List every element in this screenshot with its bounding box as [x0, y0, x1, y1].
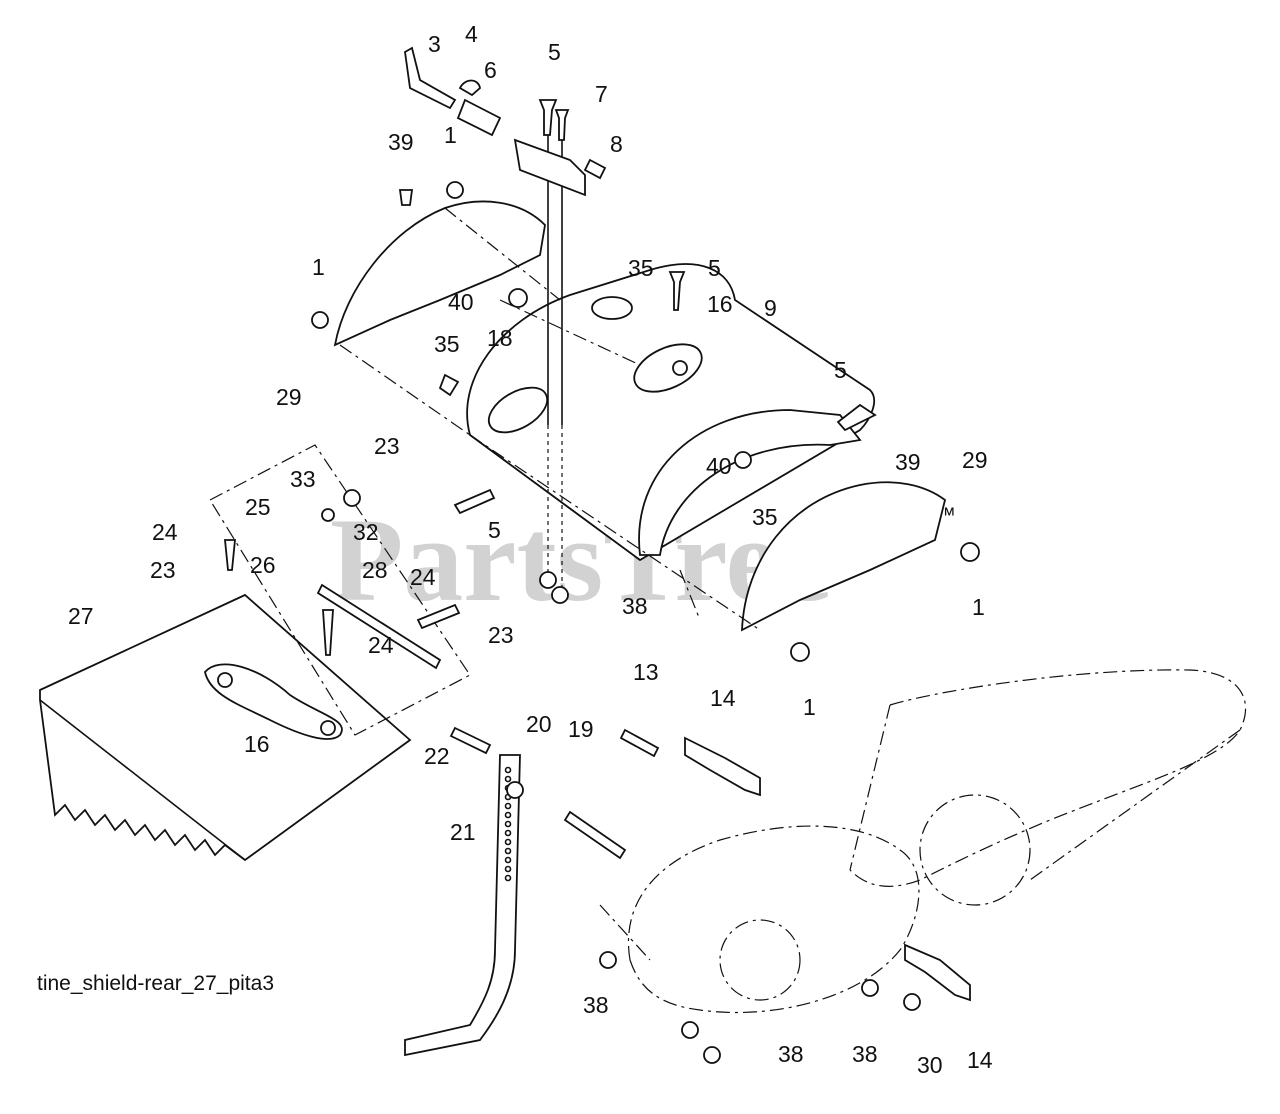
callout-1: 1 [312, 254, 325, 280]
callout-24: 24 [152, 519, 178, 545]
callout-16: 16 [244, 731, 270, 757]
callout-23: 23 [374, 433, 400, 459]
callout-16: 16 [707, 291, 733, 317]
callout-39: 39 [388, 129, 414, 155]
callout-8: 8 [610, 131, 623, 157]
callout-35: 35 [434, 331, 460, 357]
callout-5: 5 [548, 39, 561, 65]
assembly-lines [339, 207, 761, 961]
callout-28: 28 [362, 557, 388, 583]
side-plate-right [741, 481, 947, 632]
callout-3: 3 [428, 31, 441, 57]
callout-29: 29 [962, 447, 988, 473]
lever-assembly [404, 46, 607, 197]
callout-27: 27 [68, 603, 94, 629]
callout-21: 21 [450, 819, 476, 845]
bracket-14-lower [904, 943, 971, 1002]
callout-39: 39 [895, 449, 921, 475]
callout-35: 35 [752, 504, 778, 530]
side-plate-left [333, 200, 546, 347]
callout-30: 30 [917, 1052, 943, 1078]
callout-25: 25 [245, 494, 271, 520]
callout-5: 5 [834, 357, 847, 383]
callout-38: 38 [852, 1041, 878, 1067]
callout-24: 24 [368, 632, 394, 658]
stake-hole [504, 820, 512, 828]
callout-7: 7 [595, 81, 608, 107]
callout-14: 14 [710, 685, 736, 711]
callout-40: 40 [706, 453, 732, 479]
callout-6: 6 [484, 57, 497, 83]
rear-tine-flap [39, 593, 412, 862]
bracket-14-upper [684, 736, 761, 797]
stake-hole [504, 766, 512, 774]
stake-hole [504, 847, 512, 855]
callout-35: 35 [628, 255, 654, 281]
callout-13: 13 [633, 659, 659, 685]
callout-29: 29 [276, 384, 302, 410]
callout-24: 24 [410, 564, 436, 590]
stake-hole [504, 856, 512, 864]
callout-33: 33 [290, 466, 316, 492]
callout-38: 38 [778, 1041, 804, 1067]
stake-hole [504, 874, 512, 882]
depth-stake [404, 754, 521, 1057]
callout-23: 23 [488, 622, 514, 648]
callout-20: 20 [526, 711, 552, 737]
callout-14: 14 [967, 1047, 993, 1073]
callout-38: 38 [583, 992, 609, 1018]
stake-hole [504, 865, 512, 873]
callout-1: 1 [972, 594, 985, 620]
callout-9: 9 [764, 295, 777, 321]
callout-26: 26 [250, 552, 276, 578]
callout-19: 19 [568, 716, 594, 742]
stake-hole [504, 829, 512, 837]
callout-38: 38 [622, 593, 648, 619]
callout-23: 23 [150, 557, 176, 583]
fasteners [217, 181, 980, 1064]
tine-shield-main [466, 263, 875, 562]
stake-hole [504, 775, 512, 783]
callout-5: 5 [488, 517, 501, 543]
pin-19 [563, 810, 627, 860]
callout-22: 22 [424, 743, 450, 769]
diagram-caption: tine_shield-rear_27_pita3 [37, 972, 274, 995]
stake-hole [504, 838, 512, 846]
callout-5: 5 [708, 255, 721, 281]
callout-1: 1 [444, 122, 457, 148]
bolts [224, 99, 877, 758]
callout-4: 4 [465, 21, 478, 47]
callout-32: 32 [353, 519, 379, 545]
rod-28 [316, 583, 442, 670]
callout-1: 1 [803, 694, 816, 720]
stake-hole [504, 802, 512, 810]
callout-40: 40 [448, 289, 474, 315]
stake-hole [504, 811, 512, 819]
tiller-frame [628, 669, 1247, 1014]
callout-18: 18 [487, 325, 513, 351]
